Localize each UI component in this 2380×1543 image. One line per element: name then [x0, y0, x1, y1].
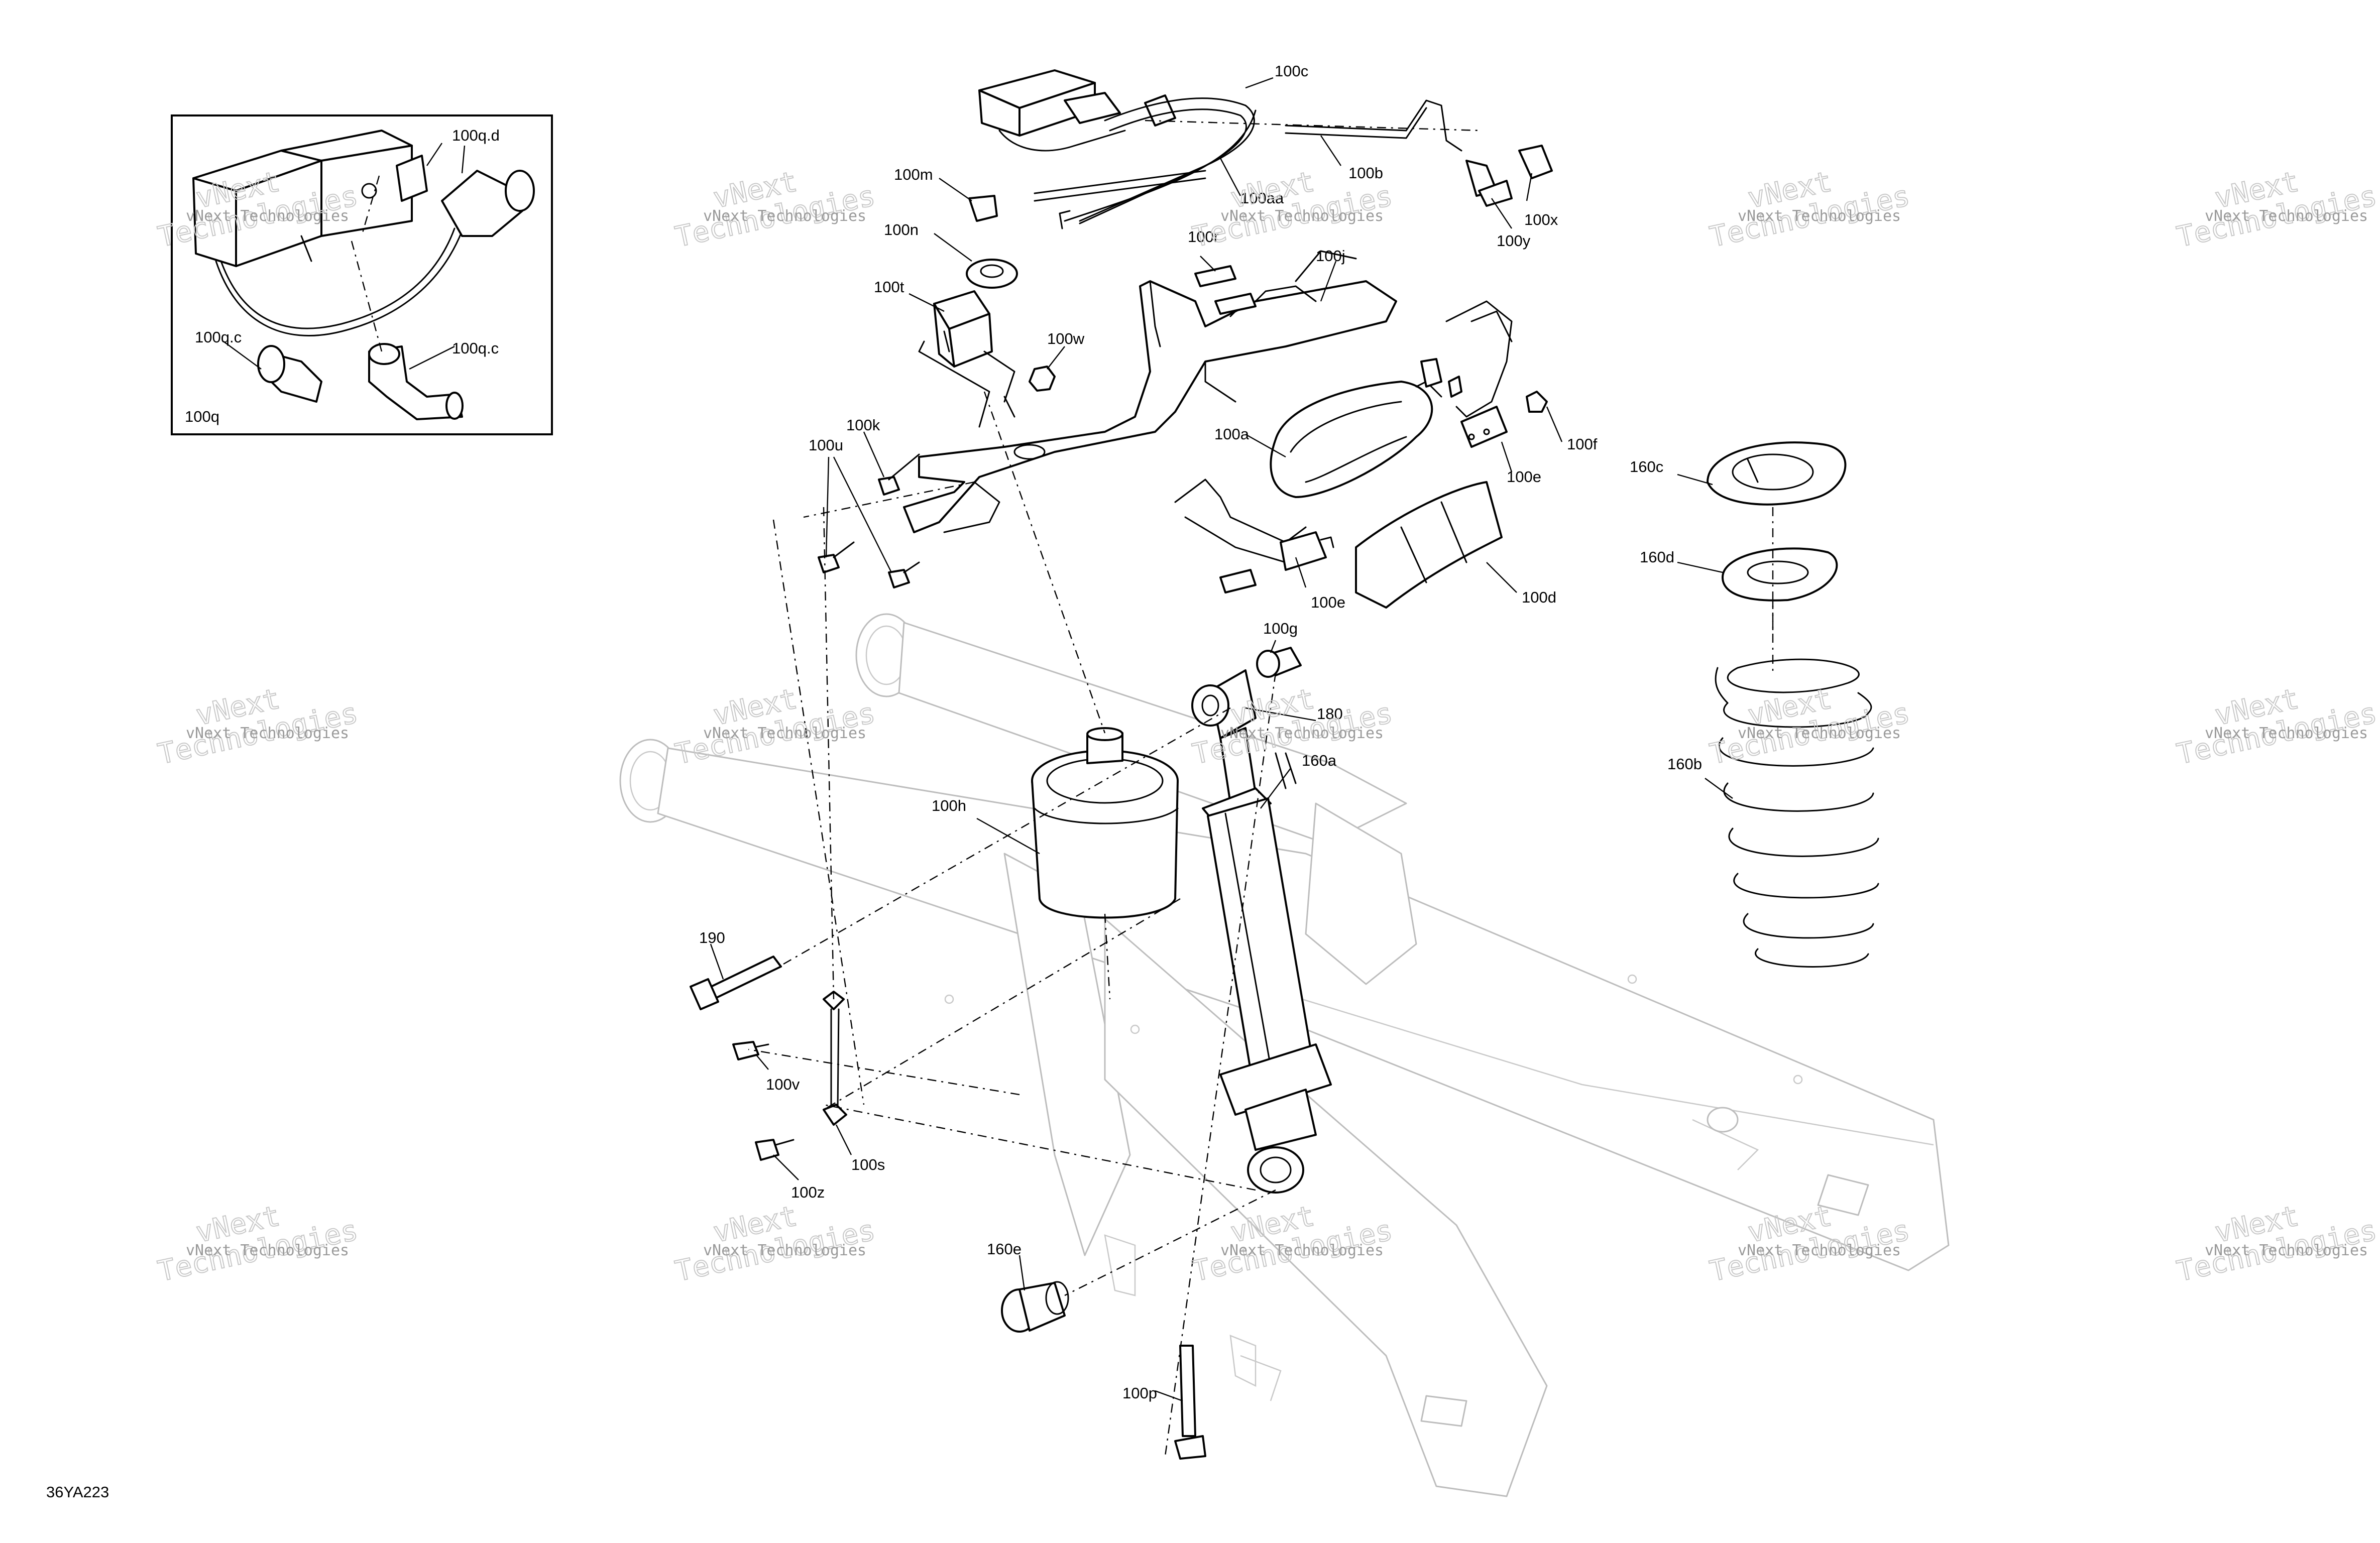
- callout-100s: 100s: [851, 1156, 885, 1173]
- svg-text:vNext Technologies: vNext Technologies: [1738, 1242, 1901, 1259]
- watermark: vNext Technologies vNext Technologies: [672, 1199, 878, 1288]
- svg-text:vNext Technologies: vNext Technologies: [1738, 725, 1901, 742]
- callout-100q-c-right: 100q.c: [452, 339, 499, 357]
- svg-text:vNext Technologies: vNext Technologies: [2205, 1242, 2368, 1259]
- callout-100t: 100t: [874, 278, 904, 296]
- watermark: vNext Technologies vNext Technologies: [672, 682, 878, 771]
- svg-text:vNext Technologies: vNext Technologies: [703, 725, 866, 742]
- callout-100c: 100c: [1275, 62, 1308, 80]
- callout-100e-upper: 100e: [1507, 468, 1541, 486]
- callout-100h: 100h: [932, 797, 966, 814]
- callout-100x: 100x: [1524, 211, 1558, 228]
- svg-text:vNext Technologies: vNext Technologies: [1220, 207, 1384, 225]
- watermark: vNext Technologies vNext Technologies: [155, 682, 361, 771]
- callout-100r: 100r: [1188, 228, 1219, 246]
- bushing-100g: [1256, 647, 1302, 678]
- shock-absorber-180: [1191, 669, 1332, 1194]
- bolts-100r-100j: [1194, 265, 1257, 315]
- watermark: vNext Technologies vNext Technologies: [155, 1199, 361, 1288]
- callout-100j: 100j: [1316, 247, 1345, 265]
- valve-100a-assembly: [1174, 300, 1548, 609]
- callout-100m: 100m: [894, 166, 933, 183]
- inset-detail-100q: 100q.d 100q.c 100q.c 100q: [171, 114, 553, 435]
- svg-text:vNext Technologies: vNext Technologies: [703, 207, 866, 225]
- svg-text:vNext Technologies: vNext Technologies: [703, 1242, 866, 1259]
- callout-100g: 100g: [1263, 620, 1298, 637]
- callout-160b: 160b: [1667, 755, 1702, 773]
- svg-text:vNext Technologies: vNext Technologies: [1220, 725, 1384, 742]
- callout-160e: 160e: [987, 1240, 1022, 1258]
- callout-100aa: 100aa: [1240, 189, 1284, 207]
- svg-text:vNext Technologies: vNext Technologies: [186, 725, 349, 742]
- callout-100y: 100y: [1497, 232, 1531, 250]
- svg-text:vNext Technologies: vNext Technologies: [1738, 207, 1901, 225]
- callout-100b: 100b: [1348, 164, 1383, 182]
- connector-100t: [933, 290, 1015, 403]
- callout-100d: 100d: [1522, 588, 1556, 606]
- callout-100z: 100z: [791, 1183, 825, 1201]
- callout-100f: 100f: [1567, 435, 1598, 453]
- svg-text:vNext Technologies: vNext Technologies: [1220, 1242, 1384, 1259]
- callout-160c: 160c: [1630, 458, 1663, 476]
- callout-100q-d: 100q.d: [452, 127, 500, 144]
- watermark: vNext Technologies vNext Technologies: [1707, 165, 1913, 254]
- callout-100v: 100v: [766, 1076, 800, 1093]
- callout-100q-c-left: 100q.c: [195, 328, 242, 346]
- nut-100w: [1029, 366, 1056, 392]
- leader-lines: [710, 77, 1733, 1402]
- callout-100q: 100q: [185, 408, 219, 425]
- svg-text:vNext Technologies: vNext Technologies: [2205, 207, 2368, 225]
- air-spring-100h: [1031, 727, 1179, 919]
- svg-text:vNext Technologies: vNext Technologies: [2205, 725, 2368, 742]
- callout-160d: 160d: [1640, 548, 1674, 566]
- svg-text:vNext Technologies: vNext Technologies: [186, 1242, 349, 1259]
- callout-100k: 100k: [846, 416, 880, 434]
- coil-spring-160: [1707, 441, 1879, 968]
- callout-100a: 100a: [1214, 425, 1250, 443]
- watermark: vNext Technologies vNext Technologies: [2174, 682, 2380, 771]
- assembly-lines: [748, 391, 1774, 1457]
- watermark: vNext Technologies vNext Technologies: [2174, 165, 2380, 254]
- callout-180: 180: [1317, 705, 1343, 723]
- svg-text:vNext Technologies: vNext Technologies: [186, 207, 349, 225]
- bolts-100k-100u: [818, 453, 920, 588]
- callout-100n: 100n: [884, 221, 919, 239]
- callout-160a: 160a: [1302, 752, 1337, 769]
- callout-100e-lower: 100e: [1311, 594, 1345, 611]
- drawing-code: 36YA223: [46, 1483, 109, 1501]
- callout-190: 190: [699, 929, 725, 946]
- watermark: vNext Technologies vNext Technologies: [672, 165, 878, 254]
- lower-hardware: [690, 956, 1206, 1460]
- top-hose-assembly: [966, 69, 1553, 289]
- callout-100u: 100u: [809, 436, 843, 454]
- callout-100p: 100p: [1122, 1384, 1157, 1402]
- callout-100w: 100w: [1047, 330, 1085, 347]
- callouts: 100c 100b 100aa 100m 100n 100x 100y 100r…: [699, 62, 1702, 1402]
- watermark: vNext Technologies vNext Technologies: [2174, 1199, 2380, 1288]
